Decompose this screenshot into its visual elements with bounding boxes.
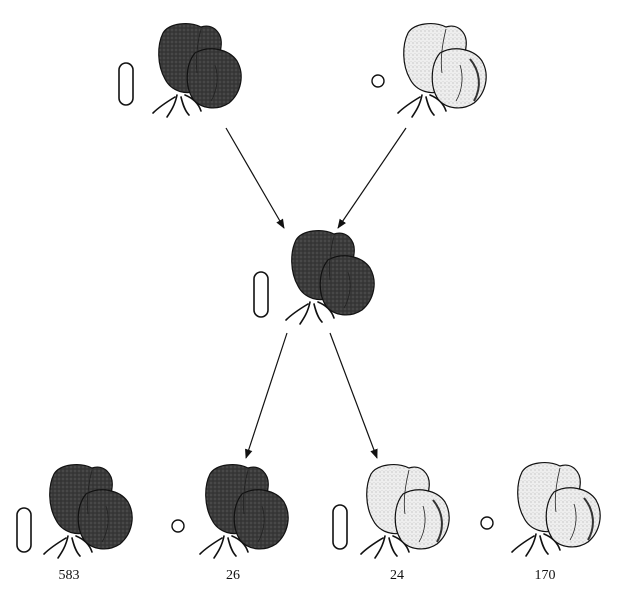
- light-flower-icon: [360, 463, 451, 559]
- selfing-arrow-left: [245, 332, 288, 459]
- cross-arrow-right: [337, 127, 407, 229]
- offspring-count-light-round: 170: [534, 568, 556, 583]
- dark-flower-icon: [152, 22, 242, 118]
- long-pollen-icon: [332, 504, 348, 550]
- selfing-arrow-right: [329, 332, 378, 459]
- light-flower-icon: [397, 22, 488, 118]
- dark-flower-icon: [43, 463, 133, 559]
- long-pollen-icon: [118, 62, 134, 106]
- long-pollen-icon: [253, 271, 269, 318]
- long-pollen-icon: [16, 507, 32, 553]
- offspring-count-light-long: 24: [390, 568, 404, 583]
- dark-flower-icon: [199, 463, 289, 559]
- offspring-count-dark-long: 583: [58, 568, 80, 583]
- round-pollen-icon: [480, 516, 494, 530]
- dark-flower-icon: [285, 229, 375, 325]
- cross-arrow-left: [225, 127, 285, 229]
- round-pollen-icon: [371, 74, 385, 88]
- round-pollen-icon: [171, 519, 185, 533]
- light-flower-icon: [511, 461, 602, 557]
- offspring-count-dark-round: 26: [226, 568, 240, 583]
